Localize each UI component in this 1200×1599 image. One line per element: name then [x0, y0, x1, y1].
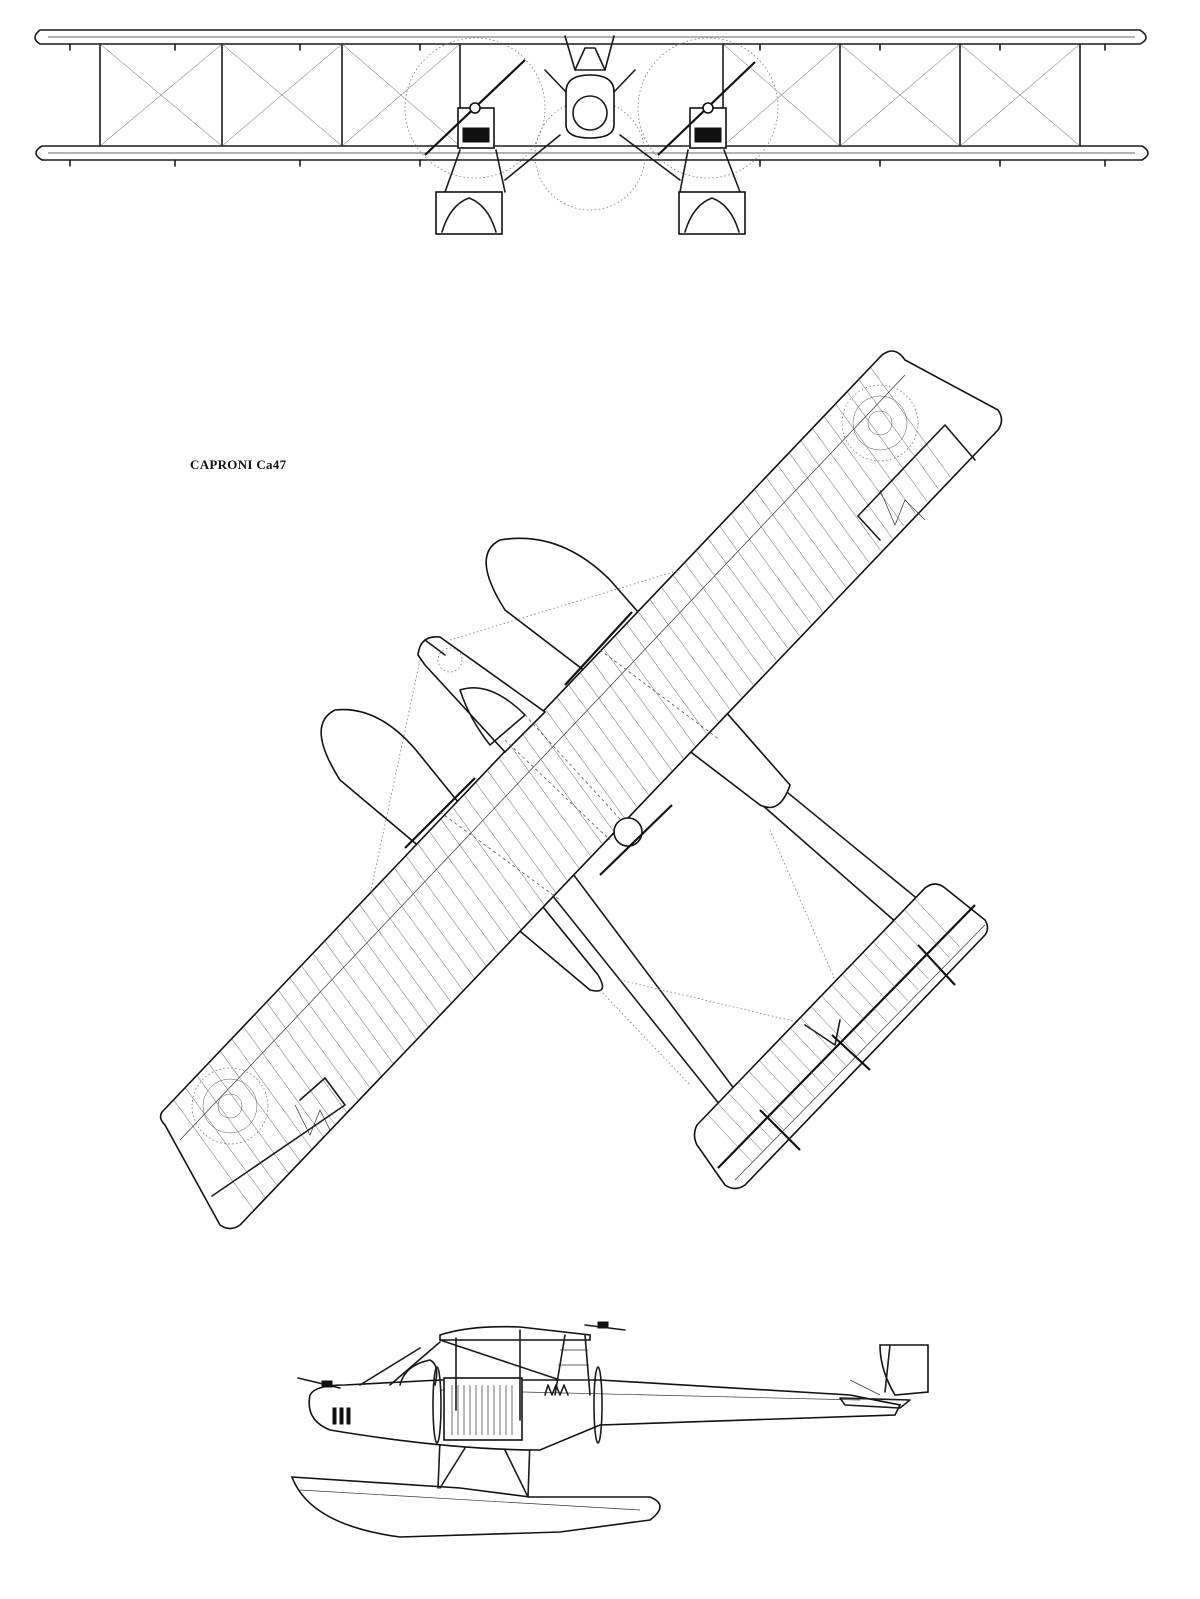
top-view-main-wing: [159, 350, 1003, 1230]
front-view-upper-wing: [34, 29, 1147, 45]
front-view-right-engine: [657, 61, 756, 156]
side-view-fuselage: [308, 1379, 902, 1451]
front-view-floats: [435, 134, 746, 235]
top-view-roundel-left: [191, 1067, 269, 1145]
front-view-lower-wing: [35, 145, 1149, 161]
side-view-upper-wing: [359, 1325, 591, 1421]
front-view-struts: [69, 43, 1106, 167]
top-view-tailplane: [693, 883, 989, 1190]
top-view-nacelle: [417, 636, 673, 876]
top-view-tailplane-ribs: [707, 898, 960, 1163]
side-view-gun-positions: [297, 1321, 626, 1396]
top-view-propellers: [404, 611, 721, 901]
side-view-tail: [839, 1344, 929, 1409]
top-view-tail-booms: [539, 769, 926, 1106]
top-view-ailerons: [211, 424, 976, 1197]
top-view-bracing-wires: [369, 569, 836, 1086]
front-view-nacelle: [544, 35, 636, 139]
front-view-bracing-wires: [99, 43, 1081, 147]
side-view-engine: [432, 1366, 603, 1444]
top-view-roundel-right: [841, 384, 919, 462]
aircraft-title: CAPRONI Ca47: [190, 457, 287, 472]
side-view-float: [290, 1476, 661, 1538]
top-view-wing-ribs: [173, 367, 951, 1210]
front-view-left-engine: [424, 59, 526, 156]
